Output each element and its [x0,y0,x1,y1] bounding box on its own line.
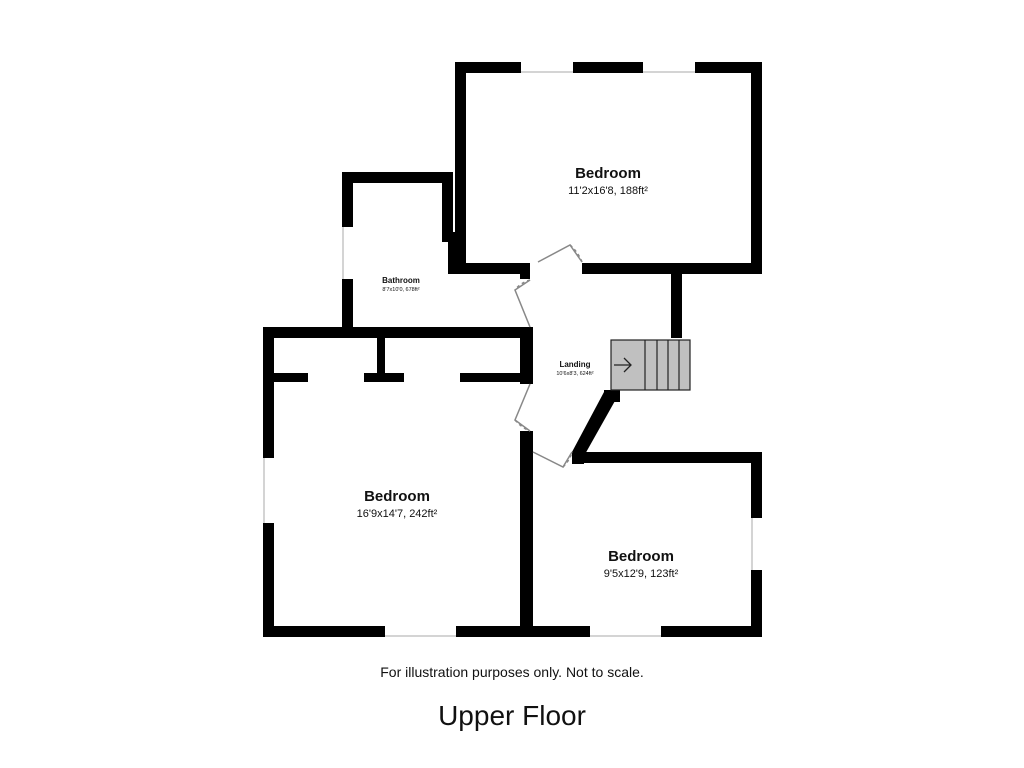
wall-segment [272,373,308,382]
diagonal-wall [572,392,620,464]
floor-title: Upper Floor [438,700,586,731]
window [521,62,573,73]
door [537,244,583,263]
room-dimensions: 8'7x10'0, 678ft² [382,287,420,293]
wall-segment [520,327,533,384]
wall-segment [263,626,762,637]
room-label-landing: Landing 10'6x8'3, 624ft² [556,360,593,377]
wall-segment [377,327,385,377]
window [385,626,456,637]
door [514,279,531,328]
wall-segment [364,373,404,382]
room-name: Bedroom [608,548,674,565]
window [643,62,695,73]
wall-segment [342,172,453,183]
arrow-right-icon [614,357,632,373]
wall-segment [455,62,762,73]
window [342,227,353,279]
room-label-bedroom-right: Bedroom 9'5x12'9, 123ft² [604,548,679,580]
wall-segment [455,62,466,274]
wall-segment [520,263,530,279]
wall-segment [460,373,522,382]
room-name: Bathroom [382,276,420,285]
door-swing-arc [514,279,531,291]
door-swing-arc [569,244,583,263]
door-leaf [514,383,531,432]
wall-segment [520,431,533,637]
wall-segment [263,327,533,338]
window [263,458,274,523]
door-swing-arc [514,419,531,432]
door-swing-arc [562,451,573,468]
room-dimensions: 10'6x8'3, 624ft² [556,371,594,377]
window [751,518,762,570]
door-leaf [537,244,583,263]
door [514,383,531,432]
room-dimensions: 11'2x16'8, 188ft² [568,185,648,197]
door [532,451,573,468]
room-label-bathroom: Bathroom 8'7x10'0, 678ft² [382,276,420,293]
wall-segment [572,452,762,463]
wall-segment [448,232,459,274]
wall-segment [442,172,453,242]
wall-segment [455,263,530,274]
room-label-bedroom-top: Bedroom 11'2x16'8, 188ft² [568,165,648,197]
room-dimensions: 9'5x12'9, 123ft² [603,568,679,580]
door-leaf [532,451,573,468]
room-name: Bedroom [575,165,641,182]
room-dimensions: 16'9x14'7, 242ft² [356,508,438,520]
wall-segment [751,62,762,274]
staircase [610,339,691,391]
disclaimer-text: For illustration purposes only. Not to s… [380,664,644,680]
room-label-bedroom-left: Bedroom 16'9x14'7, 242ft² [357,488,438,520]
diagonal-walls-layer [572,392,620,464]
doors-layer [514,244,583,468]
room-name: Landing [559,360,591,369]
window [590,626,661,637]
wall-segment [671,263,682,338]
windows-layer [263,62,762,637]
room-name: Bedroom [364,488,430,505]
